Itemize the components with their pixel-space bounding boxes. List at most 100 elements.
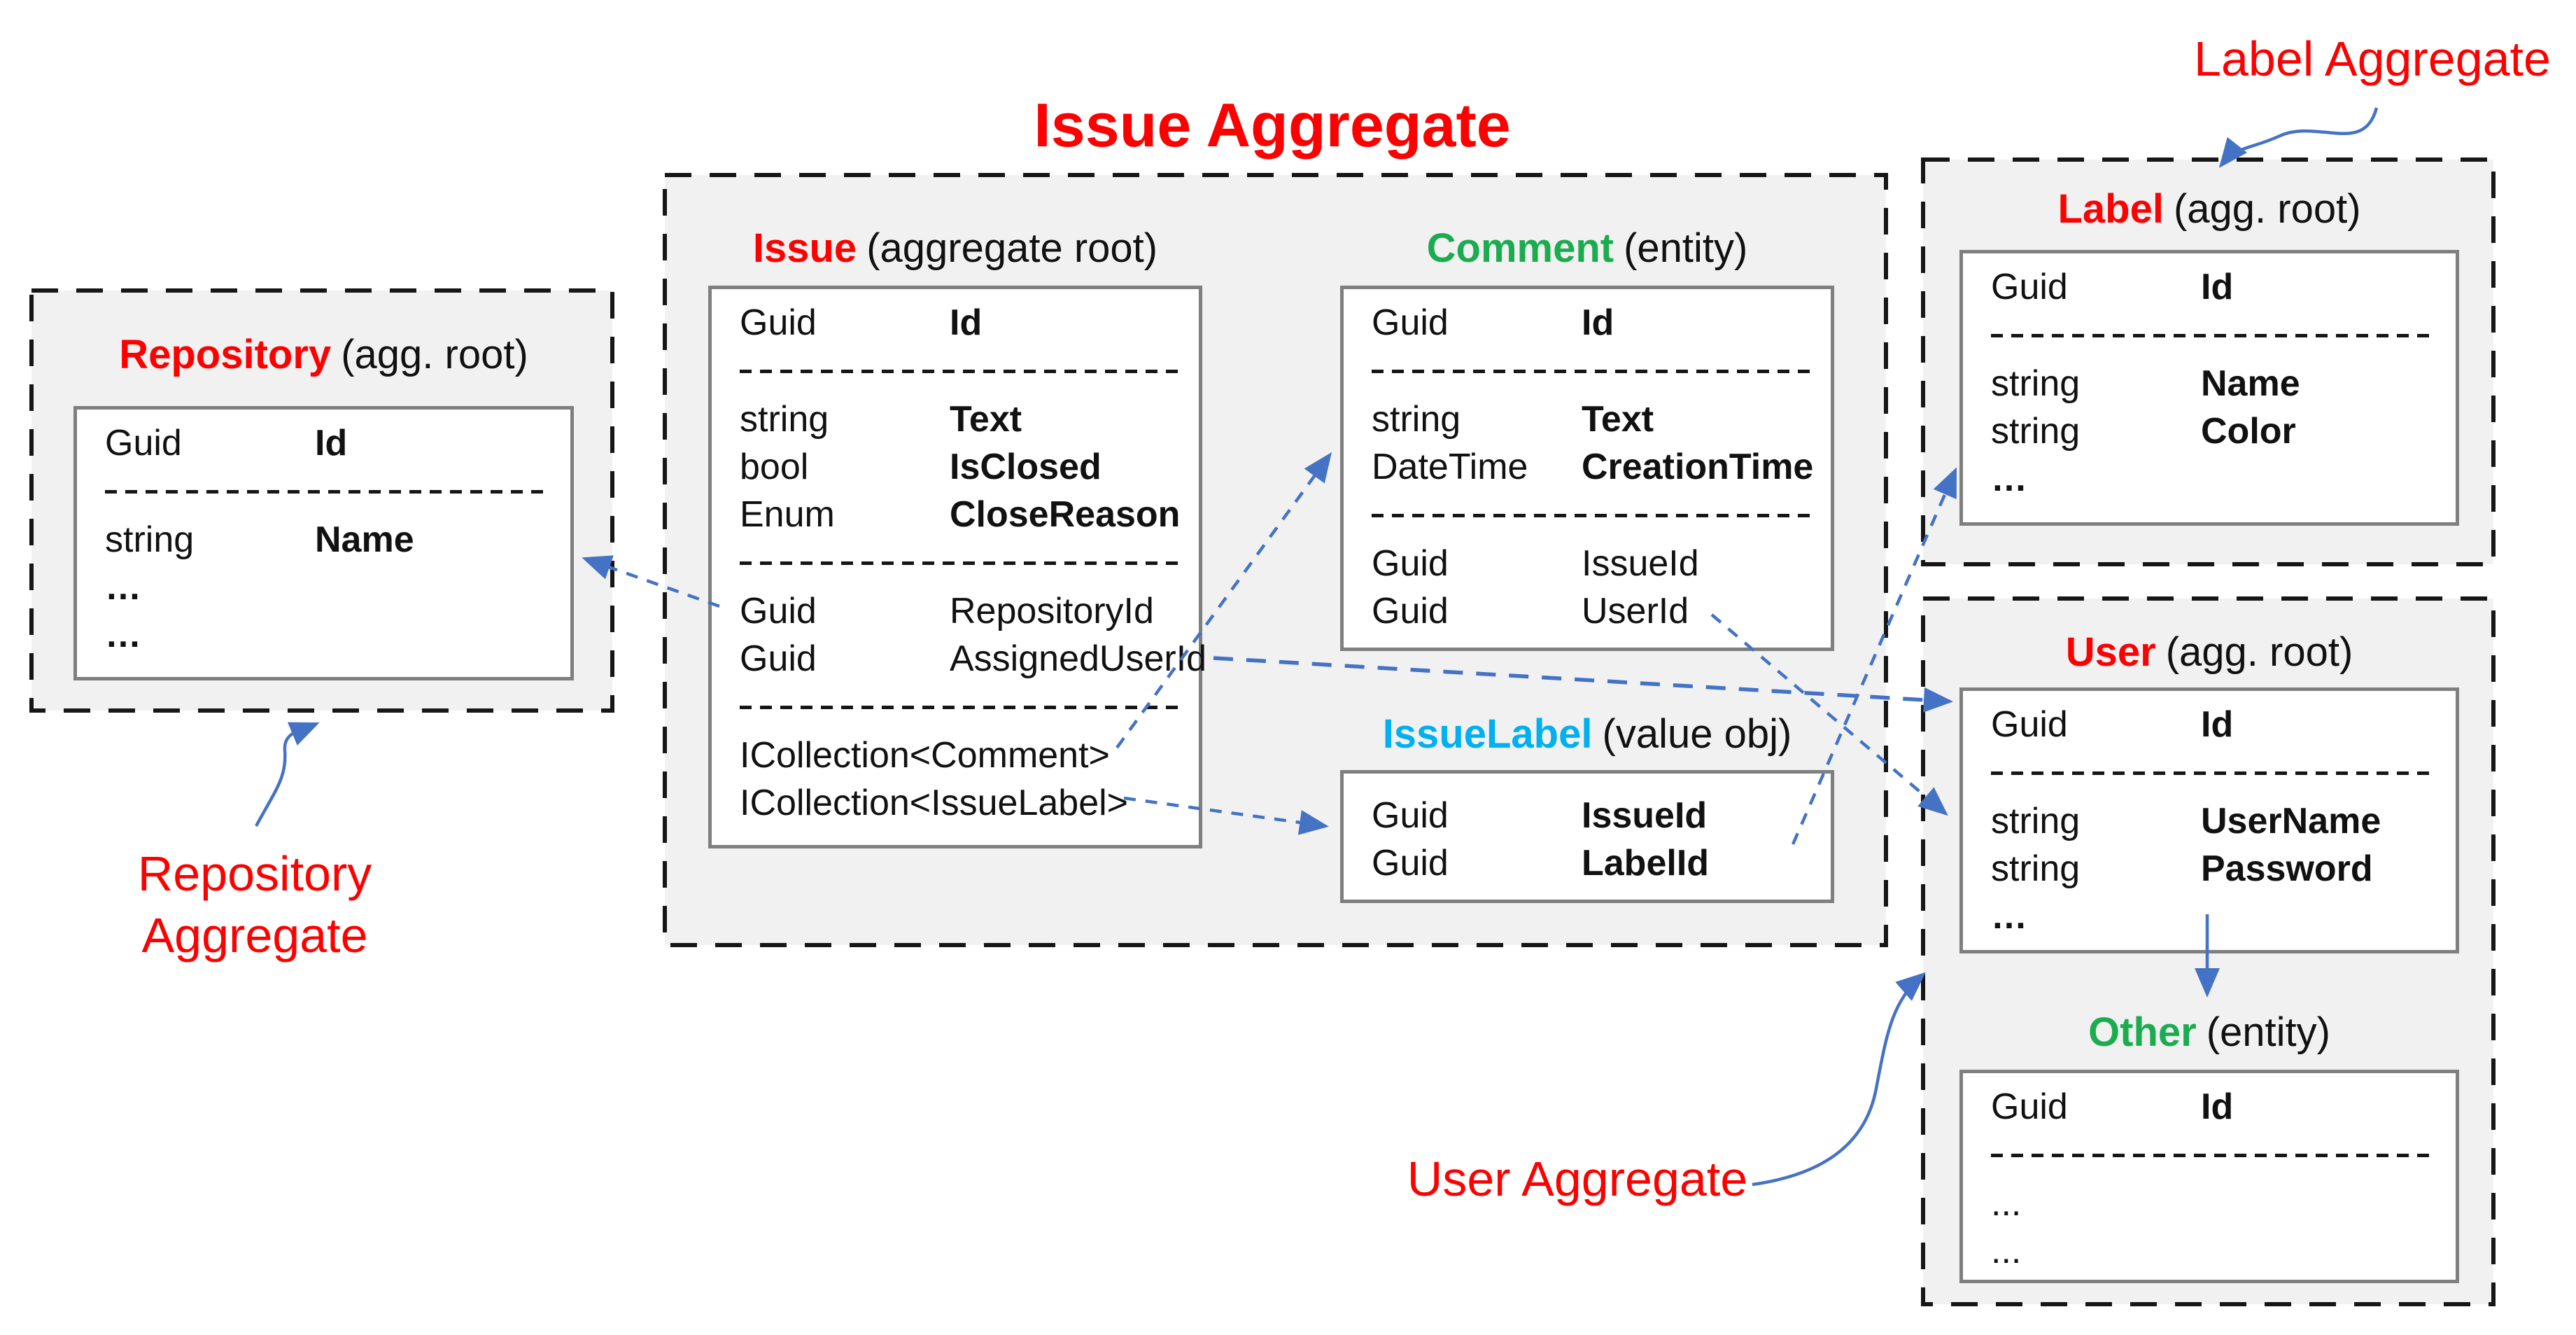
field-type: string — [1991, 363, 2081, 404]
field-type: DateTime — [1372, 447, 1528, 487]
arrow-label-aggregate-annotation — [2218, 107, 2379, 168]
arrow-issue-repositoryid-to-repository — [582, 555, 720, 608]
diagram-title: Issue Aggregate — [1034, 90, 1511, 160]
arrow-issue-assigneduserid-to-user — [1213, 656, 1953, 713]
field-text: ... — [1991, 1231, 2022, 1271]
field-row: string Text — [712, 396, 1199, 443]
field-name: Name — [315, 519, 414, 560]
field-row: ICollection<Comment> — [712, 732, 1199, 779]
field-type: Guid — [105, 423, 182, 463]
field-name: IssueId — [1582, 543, 1699, 584]
field-type: Guid — [1991, 704, 2068, 745]
field-name: Text — [1582, 399, 1654, 440]
entity-stereotype: (entity) — [1624, 225, 1748, 271]
field-text: … — [105, 615, 141, 655]
entity-other-title: Other(entity) — [2088, 1009, 2330, 1056]
field-name: Text — [950, 399, 1022, 440]
separator-line — [1991, 771, 2435, 775]
field-name: UserId — [1582, 591, 1689, 631]
field-separator — [1963, 311, 2456, 360]
field-name: UserName — [2201, 801, 2381, 841]
field-name: LabelId — [1582, 843, 1710, 883]
field-type: Guid — [1372, 843, 1449, 883]
field-type: Enum — [740, 494, 835, 535]
field-name: Password — [2201, 848, 2373, 889]
field-type: Guid — [1991, 1086, 2068, 1127]
field-row: … — [77, 611, 570, 659]
entity-fields: Guid Id...... — [1963, 1083, 2456, 1275]
entity-stereotype: (agg. root) — [2173, 186, 2361, 232]
annotation-user-aggregate: User Aggregate — [1407, 1152, 1748, 1206]
separator-line — [740, 561, 1178, 565]
entity-name: IssueLabel — [1382, 711, 1593, 757]
field-row: Guid UserId — [1344, 587, 1831, 635]
separator-line — [105, 489, 549, 494]
entity-stereotype: (value obj) — [1602, 711, 1792, 757]
separator-line — [1372, 369, 1810, 373]
field-row: Guid LabelId — [1344, 839, 1831, 887]
entity-repository-title: Repository(agg. root) — [119, 331, 528, 378]
field-type: Guid — [740, 591, 817, 631]
field-row: ... — [1963, 1227, 2456, 1275]
field-type: Guid — [740, 638, 817, 679]
field-text: ICollection<Comment> — [740, 735, 1110, 776]
field-text: ... — [1991, 1183, 2022, 1224]
entity-repository: Repository(agg. root) Guid Id string Name … … — [73, 332, 574, 680]
entity-comment-title: Comment(entity) — [1427, 225, 1748, 272]
separator-line — [1372, 513, 1810, 517]
entity-name: Repository — [119, 332, 332, 377]
field-separator — [712, 538, 1199, 587]
field-type: Guid — [740, 302, 817, 343]
field-separator — [1344, 491, 1831, 540]
field-text: … — [105, 567, 141, 608]
field-name: Id — [315, 423, 348, 463]
entity-stereotype: (aggregate root) — [866, 225, 1158, 271]
field-type: Guid — [1372, 302, 1449, 343]
separator-line — [740, 705, 1178, 709]
field-text: ICollection<IssueLabel> — [740, 783, 1129, 823]
field-row: ... — [1963, 1180, 2456, 1227]
entity-label-title: Label(agg. root) — [2057, 186, 2360, 232]
field-name: Color — [2201, 411, 2296, 452]
field-row: Guid Id — [1963, 1083, 2456, 1131]
field-text: … — [1991, 459, 2027, 499]
separator-line — [1991, 333, 2435, 337]
field-name: Id — [2201, 704, 2234, 745]
field-name: Id — [2201, 1086, 2234, 1127]
separator-line — [1991, 1153, 2435, 1157]
field-row: Enum CloseReason — [712, 491, 1199, 538]
field-row: … — [77, 564, 570, 611]
field-row: … — [1963, 893, 2456, 940]
field-type: string — [1991, 848, 2081, 889]
field-row: Guid Id — [77, 419, 570, 467]
field-name: Name — [2201, 363, 2300, 404]
separator-line — [740, 369, 1178, 373]
annotation-repository-aggregate: Repository Aggregate — [137, 846, 372, 963]
field-name: CloseReason — [950, 494, 1181, 535]
field-type: string — [105, 519, 195, 560]
field-type: Guid — [1372, 591, 1449, 631]
field-name: AssignedUserId — [950, 638, 1207, 679]
field-type: string — [740, 399, 829, 440]
field-separator — [1344, 347, 1831, 396]
field-row: DateTime CreationTime — [1344, 443, 1831, 491]
field-name: Id — [950, 302, 983, 343]
field-name: CreationTime — [1582, 447, 1814, 487]
arrow-user-aggregate-annotation — [1752, 972, 1926, 1187]
field-text: … — [1991, 896, 2027, 937]
